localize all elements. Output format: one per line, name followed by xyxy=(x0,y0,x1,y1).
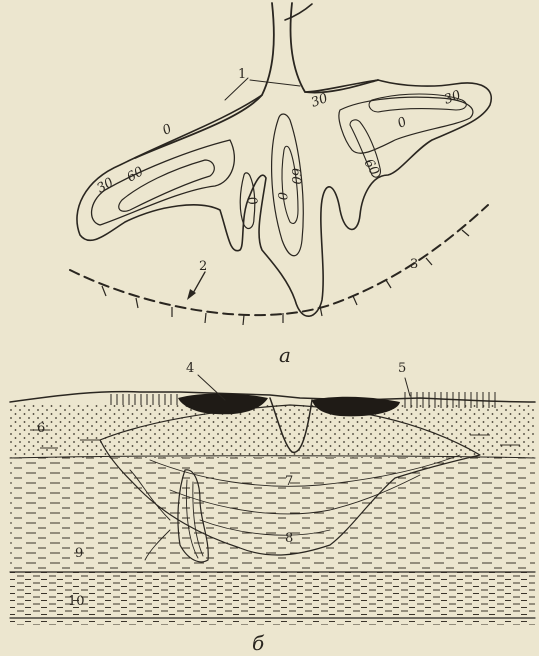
layer-10 xyxy=(10,570,535,625)
channel-stem-branch xyxy=(285,4,312,20)
callout-label-10: 10 xyxy=(68,594,85,609)
arrow-2 xyxy=(187,272,205,300)
channel-stem-right xyxy=(291,3,378,93)
callout-label-8: 8 xyxy=(285,531,293,546)
contour-label: 0 xyxy=(160,122,174,139)
callout-label-7: 7 xyxy=(285,474,293,489)
contour-center-60 xyxy=(282,146,298,223)
contour-label: 0 xyxy=(395,115,409,132)
contour-label: 60 xyxy=(125,164,147,185)
callout-label-9: 9 xyxy=(75,546,83,561)
plan-view: 0 30 60 30 0 60 0 30 0 60 1 2 3 xyxy=(70,3,491,367)
peat-layer-left xyxy=(110,394,180,405)
caption-a: а xyxy=(279,343,291,367)
callout-label-4: 4 xyxy=(186,361,194,376)
cross-section: 4 5 6 7 8 9 10 б xyxy=(10,361,535,655)
callout-1-leader-b xyxy=(250,80,300,86)
contour-center-30 xyxy=(272,114,304,256)
caption-b: б xyxy=(252,631,265,655)
contour-label: 30 xyxy=(309,91,330,111)
contour-label: 30 xyxy=(442,88,463,108)
callout-label-6: 6 xyxy=(37,421,45,436)
callout-label-5: 5 xyxy=(398,361,406,376)
contour-label: 60 xyxy=(288,168,303,185)
dashed-boundary-arc xyxy=(70,205,488,315)
callout-label-2: 2 xyxy=(199,259,207,274)
callout-label-1: 1 xyxy=(238,67,246,82)
layer-6 xyxy=(10,405,535,458)
boundary-teeth xyxy=(102,230,469,325)
contour-label: 0 xyxy=(274,192,289,200)
contour-label: 60 xyxy=(361,157,382,179)
peat-layer-5 xyxy=(400,392,500,408)
contour-label: 0 xyxy=(243,195,260,207)
